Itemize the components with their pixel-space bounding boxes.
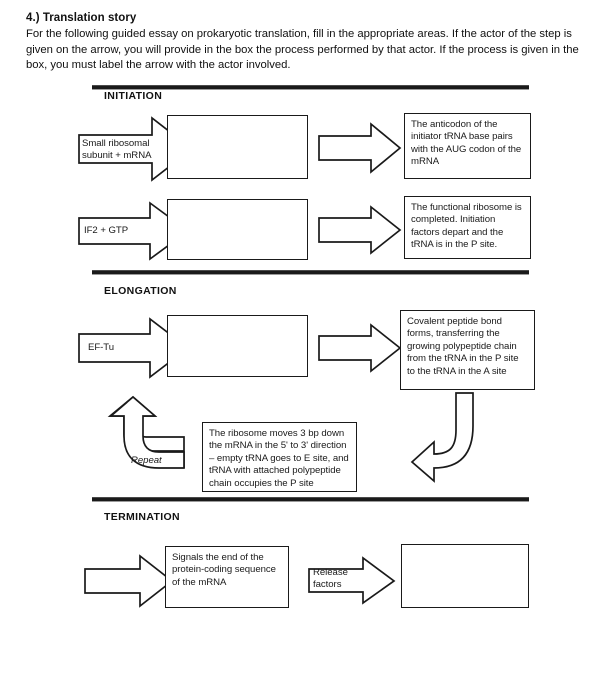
info-box-stop-codon: Signals the end of the protein-coding se… <box>165 546 289 608</box>
arrow-label-small-ribosomal-subunit: Small ribosomal subunit + mRNA <box>82 138 152 162</box>
arrow-elongation-1-result <box>318 323 402 373</box>
result-box-initiation-1: The anticodon of the initiator tRNA base… <box>404 113 531 179</box>
answer-box-initiation-1[interactable] <box>167 115 308 179</box>
section-divider-initiation <box>92 85 529 90</box>
answer-box-elongation-1[interactable] <box>167 315 308 377</box>
section-label-initiation: INITIATION <box>104 90 163 102</box>
info-box-ribosome-moves: The ribosome moves 3 bp down the mRNA in… <box>202 422 357 492</box>
answer-box-initiation-2[interactable] <box>167 199 308 260</box>
arrow-termination-1[interactable] <box>84 554 174 608</box>
arrow-label-ef-tu: EF-Tu <box>88 342 115 353</box>
result-box-initiation-2: The functional ribosome is completed. In… <box>404 196 531 259</box>
section-divider-termination <box>92 497 529 502</box>
question-header: 4.) Translation story For the following … <box>26 10 588 74</box>
section-divider-elongation <box>92 270 529 275</box>
arrow-initiation-1-result <box>318 122 402 174</box>
page-title: 4.) Translation story <box>26 12 137 24</box>
section-label-termination: TERMINATION <box>104 511 180 523</box>
result-box-elongation-1: Covalent peptide bond forms, transferrin… <box>400 310 535 390</box>
arrow-label-if2-gtp: IF2 + GTP <box>84 225 129 236</box>
arrow-repeat-loop-shape <box>108 395 185 469</box>
arrow-label-release-factors: Release factors <box>313 567 348 591</box>
answer-box-termination[interactable] <box>401 544 529 608</box>
section-label-elongation: ELONGATION <box>104 285 177 297</box>
arrow-elongation-loop-return <box>410 392 474 483</box>
question-instructions: For the following guided essay on prokar… <box>26 28 579 72</box>
arrow-initiation-2-result <box>318 205 402 255</box>
arrow-label-repeat: Repeat <box>131 455 162 466</box>
arrow-release-factors[interactable] <box>308 556 396 605</box>
